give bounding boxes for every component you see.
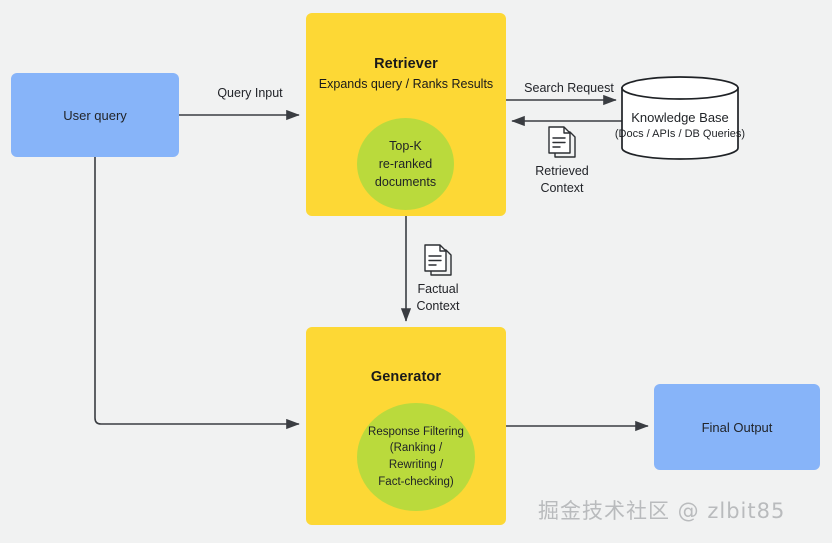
node-final-output[interactable]: Final Output	[654, 384, 820, 470]
bubble-top-k-line-1: Top-K	[389, 138, 422, 153]
bubble-response-filtering-line-1: Response Filtering	[368, 425, 464, 438]
node-knowledge-base-title: Knowledge Base	[631, 110, 729, 125]
node-user-query-label: User query	[63, 107, 127, 123]
bubble-top-k-line-2: re-ranked	[378, 156, 433, 171]
node-retriever-subtitle: Expands query / Ranks Results	[318, 77, 494, 91]
edge-label-factual-context: Factual Context	[388, 281, 488, 315]
edge-label-search-request-text: Search Request	[524, 81, 614, 95]
edge-label-retrieved-context: Retrieved Context	[512, 163, 612, 197]
document-icon-factual-context	[424, 244, 452, 276]
bubble-top-k-documents: Top-K re-ranked documents	[357, 118, 454, 210]
document-fold	[563, 127, 570, 134]
bubble-response-filtering: Response Filtering (Ranking / Rewriting …	[357, 403, 475, 511]
edge-label-retrieved-context-line-2: Context	[540, 180, 584, 195]
edge-user-query-to-generator	[94, 157, 300, 430]
cylinder-top	[621, 76, 739, 100]
document-front-page	[548, 126, 571, 154]
node-final-output-label: Final Output	[701, 419, 773, 435]
document-text-lines	[552, 137, 566, 148]
edge-label-retrieved-context-line-1: Retrieved	[535, 164, 589, 178]
edge-label-factual-context-line-2: Context	[416, 298, 460, 313]
node-knowledge-base-labels: Knowledge Base (Docs / APIs / DB Queries…	[600, 110, 760, 140]
node-generator-title: Generator	[370, 369, 442, 385]
node-retriever-title: Retriever	[374, 56, 438, 72]
edge-label-query-input-text: Query Input	[217, 86, 283, 100]
node-knowledge-base-subtitle: (Docs / APIs / DB Queries)	[614, 128, 746, 140]
bubble-response-filtering-line-4: Fact-checking)	[378, 475, 454, 488]
cylinder-body	[621, 87, 739, 160]
document-text-lines	[428, 255, 442, 266]
edge-label-query-input: Query Input	[190, 86, 310, 100]
document-icon-retrieved-context	[548, 126, 576, 158]
document-front-page	[424, 244, 447, 272]
document-fold	[439, 245, 446, 252]
node-user-query[interactable]: User query	[11, 73, 179, 157]
edge-label-search-request: Search Request	[507, 81, 631, 95]
bubble-response-filtering-line-2: (Ranking /	[389, 442, 443, 455]
bubble-top-k-line-3: documents	[374, 175, 437, 190]
bubble-response-filtering-line-3: Rewriting /	[388, 459, 444, 471]
edge-label-factual-context-line-1: Factual	[417, 282, 459, 296]
watermark: 掘金技术社区 @ zlbit85	[538, 499, 786, 523]
node-knowledge-base[interactable]	[620, 76, 740, 160]
